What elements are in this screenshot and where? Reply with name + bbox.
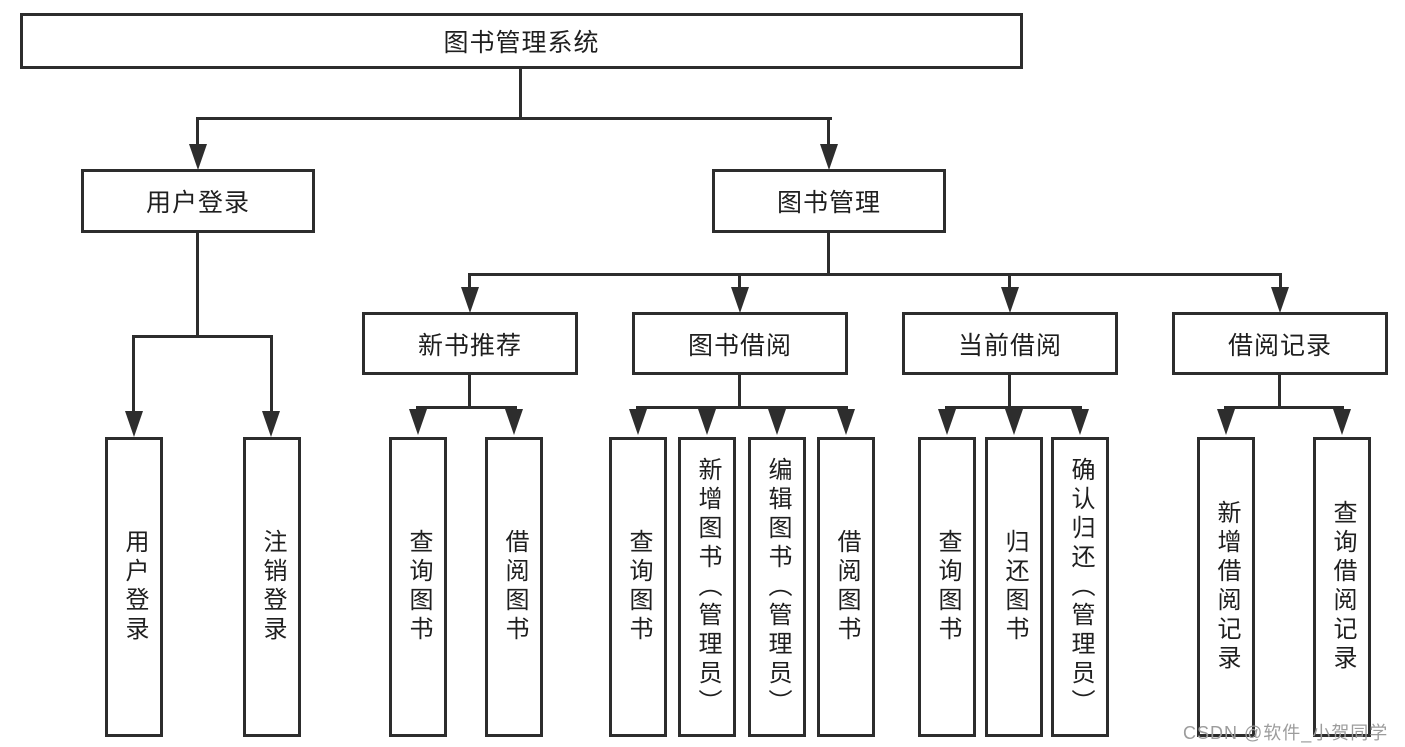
node-current-borrow: 当前借阅 [902,312,1118,375]
arrow-down-icon [189,144,207,170]
node-borrow-records: 借阅记录 [1172,312,1388,375]
connector-line [1008,273,1011,289]
arrow-down-icon [820,144,838,170]
node-book-borrow: 图书借阅 [632,312,848,375]
node-leaf-query-books-newbook: 查询图书 [389,437,447,737]
connector-line [636,406,848,409]
leaf-label: 归还图书 [1001,529,1028,645]
connector-line [196,233,199,338]
leaf-label: 注销登录 [259,529,286,645]
node-leaf-confirm-return-admin: 确认归还（管理员） [1051,437,1109,737]
leaf-label: 查询图书 [625,529,652,645]
node-leaf-logout: 注销登录 [243,437,301,737]
arrow-down-icon [1217,409,1235,435]
arrow-down-icon [731,287,749,313]
node-book-mgmt: 图书管理 [712,169,946,233]
arrow-down-icon [837,409,855,435]
node-leaf-query-books-current: 查询图书 [918,437,976,737]
connector-line [1224,406,1344,409]
connector-line [270,335,273,413]
leaf-label: 用户登录 [121,529,148,645]
arrow-down-icon [1001,287,1019,313]
node-root: 图书管理系统 [20,13,1023,69]
connector-line [196,117,199,147]
connector-line [1279,273,1282,289]
node-leaf-borrow-books-borrow: 借阅图书 [817,437,875,737]
node-leaf-add-borrow-record: 新增借阅记录 [1197,437,1255,737]
leaf-label: 借阅图书 [833,529,860,645]
node-user-login: 用户登录 [81,169,315,233]
leaf-label: 新增图书（管理员） [694,456,721,718]
connector-line [468,273,1282,276]
connector-line [1008,375,1011,409]
connector-line [827,233,830,276]
connector-line [132,335,135,413]
connector-line [416,406,517,409]
arrow-down-icon [125,411,143,437]
leaf-label: 编辑图书（管理员） [764,456,791,718]
leaf-label: 确认归还（管理员） [1067,456,1094,718]
node-leaf-borrow-books-newbook: 借阅图书 [485,437,543,737]
arrow-down-icon [505,409,523,435]
arrow-down-icon [409,409,427,435]
csdn-watermark: CSDN @软件_小贺同学 [1183,723,1389,743]
node-leaf-add-book-admin: 新增图书（管理员） [678,437,736,737]
connector-line [945,406,1082,409]
arrow-down-icon [629,409,647,435]
leaf-label: 查询图书 [405,529,432,645]
connector-line [738,375,741,409]
arrow-down-icon [1005,409,1023,435]
node-new-books: 新书推荐 [362,312,578,375]
connector-line [827,117,830,147]
leaf-label: 借阅图书 [501,529,528,645]
arrow-down-icon [262,411,280,437]
arrow-down-icon [461,287,479,313]
arrow-down-icon [1333,409,1351,435]
connector-line [468,375,471,409]
node-leaf-user-login: 用户登录 [105,437,163,737]
arrow-down-icon [698,409,716,435]
arrow-down-icon [938,409,956,435]
leaf-label: 查询图书 [934,529,961,645]
connector-line [133,335,273,338]
connector-line [738,273,741,289]
arrow-down-icon [1271,287,1289,313]
connector-line [519,67,522,119]
connector-line [1278,375,1281,409]
node-leaf-edit-book-admin: 编辑图书（管理员） [748,437,806,737]
node-leaf-return-book: 归还图书 [985,437,1043,737]
leaf-label: 新增借阅记录 [1213,500,1240,674]
node-leaf-query-borrow-record: 查询借阅记录 [1313,437,1371,737]
leaf-label: 查询借阅记录 [1329,500,1356,674]
node-leaf-query-books-borrow: 查询图书 [609,437,667,737]
arrow-down-icon [1071,409,1089,435]
connector-line [197,117,832,120]
connector-line [468,273,471,289]
arrow-down-icon [768,409,786,435]
